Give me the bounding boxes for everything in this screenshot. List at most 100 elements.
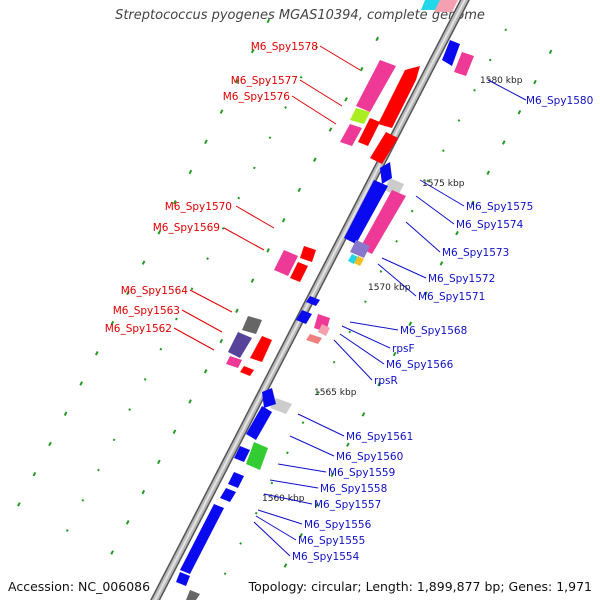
guide-tick	[221, 226, 225, 230]
guide-tick	[141, 489, 146, 495]
guide-tick	[328, 127, 333, 132]
guide-tick	[268, 136, 272, 140]
guide-tick	[473, 88, 476, 92]
guide-tick	[548, 49, 553, 55]
gene-label: M6_Spy1566	[386, 359, 454, 371]
guide-tick	[266, 18, 271, 24]
guide-tick	[239, 542, 242, 545]
guide-tick	[206, 257, 209, 260]
guide-tick	[125, 520, 130, 525]
gene-1576	[340, 124, 362, 146]
guide-tick	[299, 75, 303, 79]
gene-1560	[246, 406, 272, 440]
gene-1557	[220, 488, 236, 502]
guide-tick	[188, 169, 193, 175]
guide-tick	[175, 317, 178, 321]
gene-label: M6_Spy1578	[251, 41, 318, 53]
gene-label: M6_Spy1555	[298, 535, 365, 547]
gene-1568b	[296, 310, 312, 324]
guide-tick	[235, 79, 239, 84]
gene-1558	[228, 472, 244, 488]
gene-label: M6_Spy1573	[442, 247, 509, 259]
guide-tick	[286, 451, 289, 455]
guide-tick	[359, 66, 364, 72]
guide-tick	[488, 58, 492, 62]
guide-tick	[173, 200, 177, 205]
guide-tick	[48, 441, 52, 447]
guide-tick	[332, 360, 336, 364]
gene-block-1580b	[454, 52, 474, 76]
guide-tick	[112, 438, 116, 442]
gene-features	[176, 0, 474, 600]
gene-label: M6_Spy1561	[346, 431, 413, 443]
gene-1563	[228, 332, 252, 358]
guide-tick	[426, 179, 430, 183]
accession-label: Accession: NC_006086	[8, 579, 151, 594]
guide-tick	[190, 287, 194, 291]
guide-tick	[486, 170, 490, 175]
guide-tick	[361, 412, 366, 417]
guide-tick	[250, 48, 255, 54]
guide-tick	[159, 347, 163, 351]
scale-label: 1575 kbp	[422, 179, 465, 189]
guide-tick	[126, 290, 130, 296]
guide-tick	[281, 217, 286, 223]
guide-tick	[237, 196, 241, 200]
gene-rpsR	[318, 324, 330, 336]
gene-1561b	[262, 388, 276, 408]
guide-tick	[517, 110, 522, 115]
guide-tick	[504, 28, 508, 32]
guide-tick	[235, 308, 239, 314]
guide-tick	[375, 36, 380, 42]
gene-1576b	[358, 118, 380, 146]
gene-label: M6_Spy1564	[121, 285, 189, 297]
gene-label: M6_Spy1563	[113, 305, 180, 317]
gene-1568	[306, 296, 320, 306]
gene-1577b	[370, 132, 398, 164]
guide-tick	[455, 230, 459, 236]
gene-1563b	[250, 336, 272, 362]
guide-tick	[301, 421, 305, 424]
guide-tick	[314, 502, 319, 508]
gene-arrow-1580	[442, 40, 460, 66]
guide-tick	[110, 320, 115, 326]
guide-tick	[439, 261, 444, 266]
guide-tick	[395, 239, 398, 243]
guide-tick	[442, 149, 445, 153]
gene-1572	[350, 240, 370, 258]
gene-label: M6_Spy1556	[304, 519, 372, 531]
gene-1570	[300, 246, 316, 262]
gene-1571	[348, 254, 358, 264]
guide-tick	[297, 187, 302, 193]
guide-tick	[533, 79, 537, 85]
guide-tick	[254, 511, 258, 515]
guide-tick	[172, 429, 177, 434]
gene-bottom-gray	[186, 590, 200, 600]
guide-tick	[157, 459, 161, 465]
gene-1566	[306, 334, 322, 344]
gene-1569b	[290, 262, 308, 282]
guide-tick	[457, 119, 461, 122]
guide-tick	[65, 529, 69, 532]
label-leader-lines	[173, 45, 527, 557]
guide-tick	[410, 209, 414, 213]
map-title: Streptococcus pyogenes MGAS10394, comple…	[115, 8, 485, 23]
gene-block-top-cyan	[421, 0, 440, 10]
gene-label: rpsR	[374, 375, 398, 387]
gene-1556	[180, 504, 224, 574]
gene-1562b	[240, 366, 254, 376]
guide-tick	[141, 260, 146, 265]
scale-label: 1565 kbp	[314, 388, 357, 398]
gene-1559b	[234, 446, 250, 462]
gene-label: M6_Spy1554	[292, 551, 360, 563]
scale-label: 1580 kbp	[480, 76, 523, 86]
gene-block-top-pink	[434, 0, 458, 12]
guide-tick	[299, 533, 303, 538]
guide-tick	[157, 230, 161, 235]
gene-1578	[356, 60, 396, 112]
guide-tick	[364, 300, 367, 304]
guide-tick	[32, 471, 37, 477]
guide-tick	[95, 351, 99, 356]
gene-label: M6_Spy1572	[428, 273, 495, 285]
guide-tick	[79, 381, 83, 386]
